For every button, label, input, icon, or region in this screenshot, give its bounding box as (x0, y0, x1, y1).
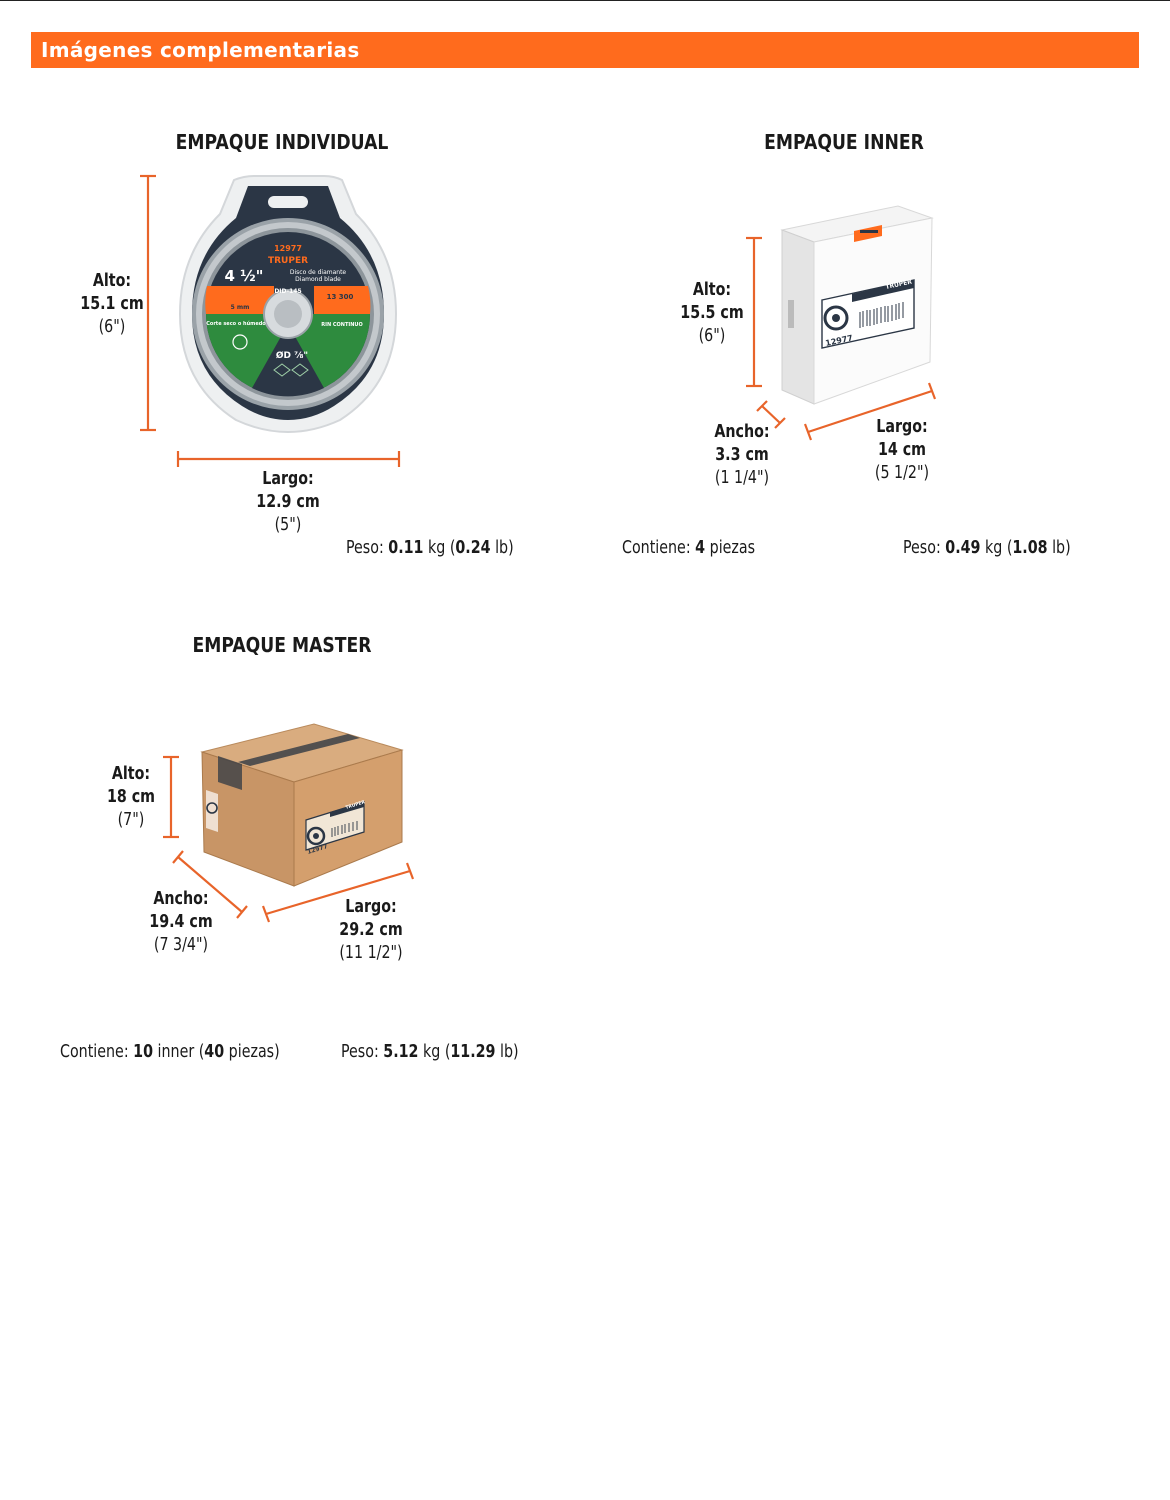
master-contains-pieces: 40 (204, 1041, 225, 1062)
diamond-disc-package-image: 12977 TRUPER 4 ½" Disco de diamante Diam… (178, 175, 398, 434)
inner-width-in: (1 1/4") (714, 467, 770, 488)
inner-weight: Peso: 0.49 kg (1.08 lb) (903, 537, 1071, 558)
top-rule (0, 0, 1170, 1)
individual-length-cm: 12.9 cm (256, 491, 320, 512)
master-weight-lb: 11.29 (450, 1041, 496, 1062)
inner-width-label: Ancho: 3.3 cm (1 1/4") (698, 420, 786, 489)
individual-weight-lb: 0.24 (455, 537, 491, 558)
individual-weight: Peso: 0.11 kg (0.24 lb) (346, 537, 514, 558)
disc-desc-es: Disco de diamante (290, 269, 347, 276)
inner-contains: Contiene: 4 piezas (622, 537, 755, 558)
recycle-icon (232, 334, 248, 350)
individual-weight-caption: Peso: (346, 537, 384, 558)
disc-arbor: ØD ⅞" (276, 350, 308, 361)
inner-width-cm: 3.3 cm (715, 444, 769, 465)
individual-weight-kg: 0.11 (388, 537, 424, 558)
inner-length-caption: Largo: (876, 416, 928, 437)
disc-rim: RIN CONTINUO (321, 322, 363, 328)
inner-weight-lb: 1.08 (1012, 537, 1048, 558)
inner-height-in: (6") (698, 325, 726, 346)
section-header: Imágenes complementarias (31, 32, 1139, 68)
individual-weight-lb-unit: lb) (495, 537, 514, 558)
master-height-cm: 18 cm (106, 786, 156, 807)
inner-length-in: (5 1/2") (874, 462, 930, 483)
master-contains: Contiene: 10 inner (40 piezas) (60, 1041, 280, 1062)
inner-height-label: Alto: 15.5 cm (6") (668, 278, 756, 347)
disc-thickness: 5 mm (231, 304, 250, 311)
master-height-caption: Alto: (111, 763, 151, 784)
inner-weight-kg: 0.49 (945, 537, 981, 558)
inner-weight-caption: Peso: (903, 537, 941, 558)
master-contains-caption: Contiene: (60, 1041, 129, 1062)
master-length-cm: 29.2 cm (339, 919, 403, 940)
inner-weight-lb-unit: lb) (1052, 537, 1071, 558)
master-width-label: Ancho: 19.4 cm (7 3/4") (137, 887, 225, 956)
master-weight-lb-unit: lb) (500, 1041, 519, 1062)
master-weight: Peso: 5.12 kg (11.29 lb) (341, 1041, 519, 1062)
master-height-label: Alto: 18 cm (7") (87, 762, 175, 831)
inner-weight-kg-unit: kg ( (984, 537, 1013, 558)
inner-box-image: TRUPER 12977 (780, 205, 934, 405)
tile-icons (273, 363, 309, 377)
inner-height-caption: Alto: (692, 279, 732, 300)
inner-contains-unit: piezas (709, 537, 756, 558)
inner-length-label: Largo: 14 cm (5 1/2") (858, 415, 946, 484)
disc-size: 4 ½" (224, 267, 263, 285)
master-title: EMPAQUE MASTER (192, 633, 372, 657)
individual-length-in: (5") (274, 514, 302, 535)
section-header-title: Imágenes complementarias (41, 38, 360, 62)
master-width-caption: Ancho: (153, 888, 209, 909)
master-height-in: (7") (117, 809, 145, 830)
disc-dry-cut: Corte seco o húmedo (206, 320, 266, 327)
master-contains-value: 10 (133, 1041, 154, 1062)
disc-brand: TRUPER (268, 256, 308, 266)
disc-code: 12977 (274, 244, 302, 253)
master-box-image: TRUPER 12977 (200, 723, 404, 887)
individual-length-label: Largo: 12.9 cm (5") (244, 467, 332, 536)
individual-title: EMPAQUE INDIVIDUAL (175, 130, 389, 154)
inner-length-cm: 14 cm (877, 439, 927, 460)
master-box-brand: TRUPER (345, 799, 366, 811)
master-contains-mid: inner ( (157, 1041, 205, 1062)
master-contains-unit: piezas) (228, 1041, 280, 1062)
individual-height-caption: Alto: (92, 270, 132, 291)
master-length-label: Largo: 29.2 cm (11 1/2") (327, 895, 415, 964)
individual-height-in: (6") (98, 316, 126, 337)
inner-height-cm: 15.5 cm (680, 302, 744, 323)
individual-height-label: Alto: 15.1 cm (6") (68, 269, 156, 338)
master-weight-kg: 5.12 (383, 1041, 419, 1062)
disc-model: DID-145 (274, 288, 301, 295)
master-width-in: (7 3/4") (153, 934, 209, 955)
individual-height-cm: 15.1 cm (80, 293, 144, 314)
disc-rpm: 13 300 (327, 293, 354, 301)
master-length-caption: Largo: (345, 896, 397, 917)
master-length-in: (11 1/2") (339, 942, 403, 963)
inner-title: EMPAQUE INNER (764, 130, 924, 154)
master-weight-caption: Peso: (341, 1041, 379, 1062)
master-width-cm: 19.4 cm (149, 911, 213, 932)
individual-weight-kg-unit: kg ( (427, 537, 456, 558)
inner-contains-caption: Contiene: (622, 537, 691, 558)
disc-desc-en: Diamond blade (295, 276, 341, 283)
master-weight-kg-unit: kg ( (422, 1041, 451, 1062)
inner-contains-value: 4 (695, 537, 706, 558)
inner-width-caption: Ancho: (714, 421, 770, 442)
individual-length-caption: Largo: (262, 468, 314, 489)
